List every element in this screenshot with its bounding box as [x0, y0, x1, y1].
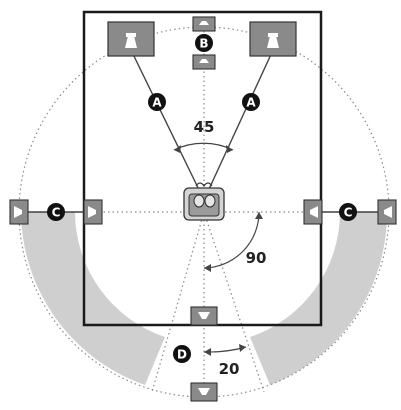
speaker-facing-up-icon: [198, 388, 210, 395]
side-left-outer-speaker: [9, 199, 29, 225]
badge-c-left: C: [47, 203, 65, 221]
front-left-line: [130, 49, 205, 201]
badge-a-right-label: A: [246, 96, 256, 110]
speaker-facing-side-icon: [310, 206, 318, 218]
badge-d-label: D: [177, 348, 187, 362]
speaker-facing-side-icon: [384, 206, 392, 218]
speaker-facing-side-icon: [14, 206, 22, 218]
speaker-facing-up-icon: [198, 312, 210, 319]
side-angle-label: 90: [246, 249, 267, 267]
speaker-facing-side-icon: [88, 206, 96, 218]
front-angle-arrow-right: [226, 145, 233, 153]
surround-zone-left: [21, 212, 165, 385]
rear-angle-label: 20: [219, 360, 240, 378]
speaker-facing-down-icon: [125, 36, 137, 48]
badge-c-right-label: C: [344, 206, 353, 220]
badge-a-right: A: [242, 93, 260, 111]
rear-angle-arrow-right: [239, 344, 246, 352]
front-right-speaker: [249, 21, 297, 57]
side-angle-arrow-bottom: [204, 264, 211, 272]
front-left-speaker: [107, 21, 155, 57]
speaker-facing-down-icon: [267, 36, 279, 48]
center-speaker-bottom: [192, 54, 216, 70]
rear-center-speaker-outer: [190, 382, 218, 402]
side-right-inner-speaker: [303, 199, 323, 225]
speaker-facing-down-icon: [199, 21, 209, 25]
listener-on-chair-icon: [183, 182, 225, 221]
rear-angle-arrow-left: [204, 348, 211, 356]
front-angle-arrow-left: [174, 145, 181, 153]
side-angle-arc: [203, 211, 260, 269]
badge-a-left-label: A: [152, 96, 162, 110]
badge-c-left-label: C: [52, 206, 61, 220]
side-left-inner-speaker: [83, 199, 103, 225]
badge-d: D: [173, 345, 191, 363]
badge-a-left: A: [148, 93, 166, 111]
speaker-facing-down-icon: [199, 59, 209, 63]
badge-c-right: C: [339, 203, 357, 221]
side-right-outer-speaker: [377, 199, 397, 225]
surround-zone-right: [250, 212, 388, 385]
side-angle-arrow-top: [255, 212, 263, 219]
center-speaker-top: [192, 16, 216, 32]
front-right-line: [203, 49, 274, 201]
rear-center-speaker-inner: [190, 306, 218, 326]
badge-b-label: B: [199, 37, 208, 51]
front-angle-label: 45: [194, 118, 215, 136]
rear-wedge-right-guide: [203, 211, 265, 393]
rear-wedge-left-guide: [151, 211, 205, 393]
badge-b: B: [195, 34, 213, 52]
